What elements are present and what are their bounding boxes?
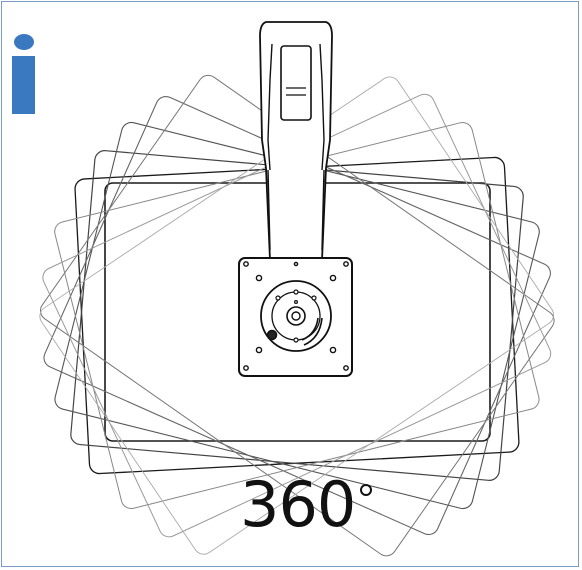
arm-neck bbox=[267, 169, 325, 251]
info-icon-bar bbox=[12, 56, 35, 114]
monitor-outline-8 bbox=[39, 76, 555, 555]
arm-inner-left bbox=[267, 43, 273, 171]
vesa-disc-holes bbox=[275, 289, 317, 343]
monitor-outline-4 bbox=[43, 95, 551, 536]
rotation-value: 360 bbox=[240, 468, 356, 541]
monitor-outline-5 bbox=[39, 74, 555, 557]
arm-inner-right bbox=[319, 43, 325, 171]
vesa-slot bbox=[301, 317, 323, 346]
monitor-arm bbox=[259, 21, 333, 261]
vesa-lock-screw bbox=[266, 329, 278, 341]
vesa-hub-center bbox=[291, 311, 301, 321]
monitor-outline-7 bbox=[42, 93, 552, 538]
degree-symbol bbox=[360, 484, 372, 496]
vesa-holes bbox=[243, 261, 349, 371]
vesa-plate bbox=[238, 257, 353, 377]
arm-clamp bbox=[280, 45, 312, 121]
monitor-outline-6 bbox=[54, 122, 540, 510]
info-icon-dot bbox=[14, 34, 34, 50]
arm-clamp-detail bbox=[286, 87, 306, 96]
info-icon bbox=[12, 34, 36, 114]
monitor-outline-3 bbox=[54, 121, 540, 510]
